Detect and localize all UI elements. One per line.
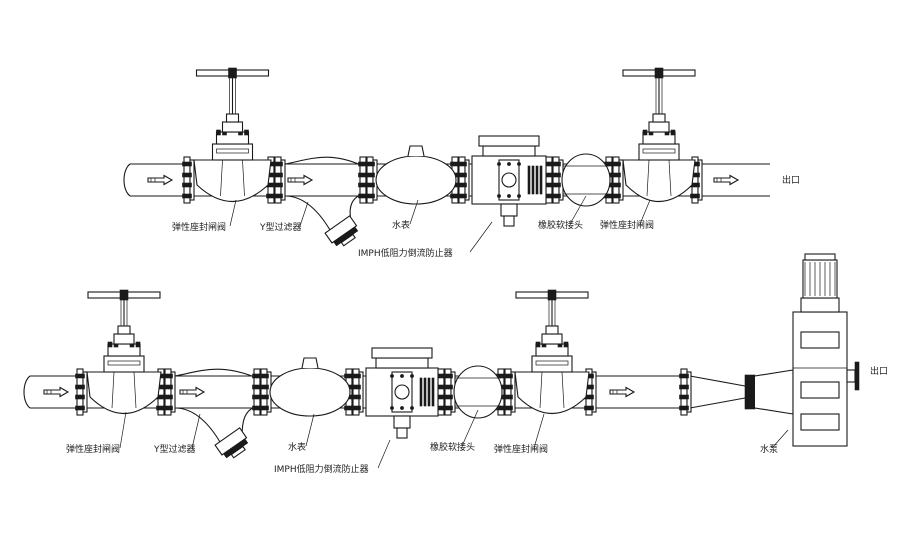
label-gate-valve: 弹性座封闸阀 — [494, 443, 548, 455]
pipe-flange — [457, 156, 470, 204]
gate-valve-icon — [611, 67, 703, 204]
label-gate-valve: 弹性座封闸阀 — [66, 443, 120, 455]
pipe-flange — [273, 156, 286, 204]
y-strainer-icon — [273, 156, 371, 247]
label-water-meter: 水表 — [288, 441, 306, 453]
flow-arrow — [43, 386, 70, 398]
label-water-pump: 水泵 — [760, 443, 778, 455]
pipe-flange — [611, 156, 624, 204]
pipe-flange — [679, 368, 692, 416]
label-gate-valve: 弹性座封闸阀 — [600, 219, 654, 231]
pipe-flange — [551, 156, 564, 204]
strainer-basket — [324, 215, 359, 247]
flow-arrow — [713, 174, 740, 186]
flow-arrow — [609, 386, 636, 398]
pipe-end — [123, 163, 131, 197]
rubber-joint-icon — [551, 153, 617, 207]
outlet-label: 出口 — [870, 365, 888, 377]
flow-arrow — [179, 386, 206, 398]
label-backflow-preventer: IMPH低阻力倒流防止器 — [358, 247, 453, 259]
pipe-flange — [443, 368, 456, 416]
pipe-flange — [182, 156, 195, 204]
label-gate-valve: 弹性座封闸阀 — [172, 221, 226, 233]
strainer-basket — [214, 427, 249, 459]
water-pump-icon — [744, 253, 860, 447]
flow-arrow — [147, 174, 174, 186]
label-backflow-preventer: IMPH低阻力倒流防止器 — [274, 463, 369, 475]
gate-valve-icon — [75, 289, 169, 416]
label-y-strainer: Y型过滤器 — [153, 443, 196, 455]
backflow-preventer-icon — [351, 347, 449, 439]
water-meter-icon — [259, 357, 357, 417]
water-meter-icon — [365, 145, 463, 205]
label-rubber-joint: 橡胶软接头 — [538, 219, 583, 231]
flow-arrow — [287, 174, 314, 186]
pipe-end — [23, 375, 31, 409]
pipe-flange — [351, 368, 364, 416]
backflow-preventer-icon — [457, 135, 557, 227]
pipe-flange — [259, 368, 272, 416]
label-water-meter: 水表 — [392, 219, 410, 231]
pipe-flange — [365, 156, 378, 204]
pipe-flange — [75, 368, 88, 416]
pipe-flange — [163, 368, 176, 416]
pipe-flange — [503, 368, 516, 416]
label-y-strainer: Y型过滤器 — [259, 221, 302, 233]
outlet-label: 出口 — [782, 174, 800, 186]
gate-valve-icon — [182, 67, 279, 204]
rubber-joint-icon — [443, 365, 509, 419]
gate-valve-icon — [503, 289, 597, 416]
label-rubber-joint: 橡胶软接头 — [430, 441, 475, 453]
